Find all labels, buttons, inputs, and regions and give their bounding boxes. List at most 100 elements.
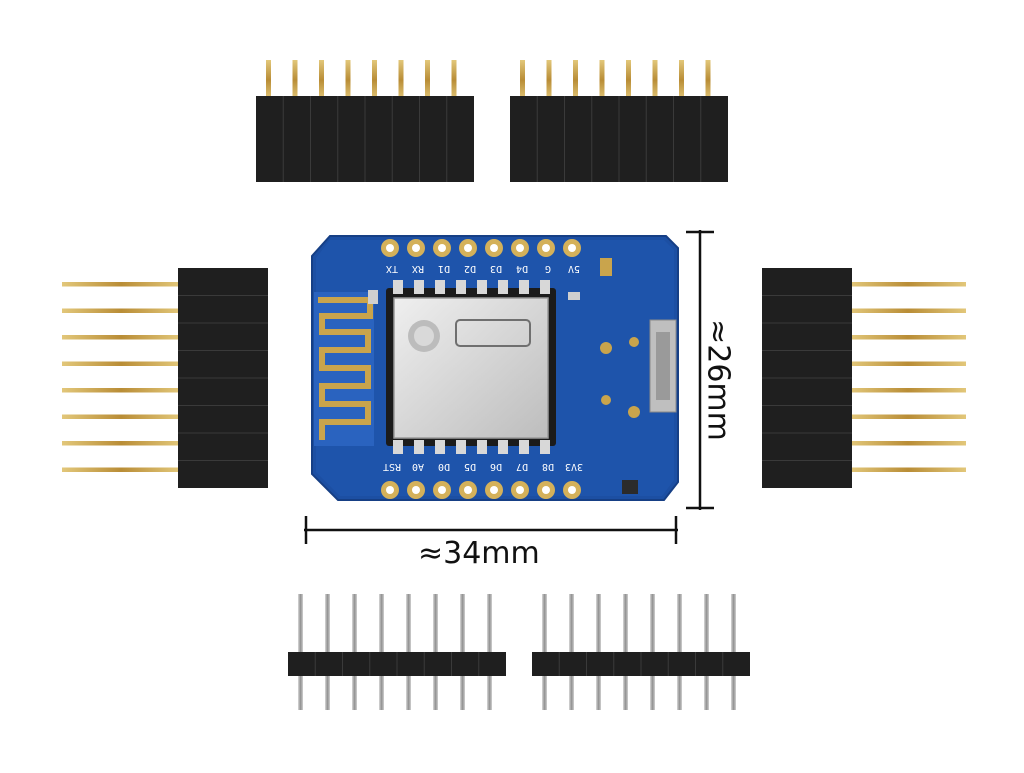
header-pin (850, 388, 966, 393)
height-dimension-line (686, 230, 714, 510)
pcb-pad-hole (516, 486, 524, 494)
header-pin (520, 60, 525, 100)
pin-label: D8 (542, 461, 554, 472)
castellation-bottom (393, 440, 403, 454)
castellation-bottom (435, 440, 445, 454)
castellation-bottom (540, 440, 550, 454)
pcb-pad-hole (490, 244, 498, 252)
male-header-bottom-right (532, 594, 750, 710)
header-pin (850, 308, 966, 313)
castellation-bottom (414, 440, 424, 454)
castellation-top (498, 280, 508, 294)
pcb-pad-hole (568, 486, 576, 494)
header-pin (398, 60, 404, 100)
pin-label: D7 (516, 461, 528, 472)
pad-row-top (381, 239, 581, 257)
pcb-pad-hole (464, 244, 472, 252)
pcb-pad-hole (542, 244, 550, 252)
header-pin (372, 60, 377, 100)
pcb-pad-hole (438, 244, 446, 252)
esp-shield-can (393, 297, 549, 439)
castellation-top (519, 280, 529, 294)
header-pin (705, 60, 711, 100)
castellation-bottom (498, 440, 508, 454)
header-pin (573, 60, 578, 100)
header-pin (652, 60, 658, 100)
pad-row-bottom (381, 481, 581, 499)
pcb-pad-hole (490, 486, 498, 494)
castellation-bottom (456, 440, 466, 454)
header-pin (292, 60, 298, 100)
height-dimension-label: ≈26mm (700, 319, 736, 441)
female-header-left (62, 268, 268, 488)
header-pin (425, 60, 430, 100)
female-header-right (762, 268, 966, 488)
header-pin (850, 467, 966, 472)
header-pin (599, 60, 605, 100)
header-pin (850, 441, 966, 446)
castellation-top (414, 280, 424, 294)
pin-label: D1 (438, 263, 450, 274)
pin-label: D6 (490, 461, 502, 472)
antenna-trace (314, 292, 374, 446)
pcb-pad-hole (386, 486, 394, 494)
header-pin (266, 60, 271, 100)
width-dimension-label: ≈34mm (418, 536, 540, 571)
pcb-pad-hole (542, 486, 550, 494)
pin-label: 3V3 (565, 461, 583, 472)
header-pin (850, 361, 966, 366)
castellation-top (393, 280, 403, 294)
castellation-top (435, 280, 445, 294)
castellation-top (540, 280, 550, 294)
pin-label: D5 (464, 461, 476, 472)
female-header-top-right (510, 60, 728, 182)
header-pin (626, 60, 631, 100)
castellation-bottom (477, 440, 487, 454)
pcb-pad-hole (412, 486, 420, 494)
header-pin (62, 414, 180, 419)
pcb-pad-hole (516, 244, 524, 252)
usb-connector (649, 319, 677, 413)
header-pin (546, 60, 552, 100)
male-header-bottom-left (288, 594, 506, 710)
smd-components (368, 258, 640, 494)
module-castellations (393, 280, 550, 454)
pcb-pad-hole (412, 244, 420, 252)
header-pin (62, 308, 180, 313)
header-pin (679, 60, 684, 100)
pin-label: G (545, 263, 551, 274)
header-pin (62, 467, 180, 472)
castellation-top (456, 280, 466, 294)
header-pin (345, 60, 351, 100)
pcb-pad-hole (464, 486, 472, 494)
pin-label: D4 (516, 263, 528, 274)
header-pin (850, 282, 966, 287)
pin-label: RST (383, 461, 401, 472)
pin-label: RX (412, 263, 424, 274)
pcb-pad-hole (568, 244, 576, 252)
header-pin (451, 60, 457, 100)
header-pin (850, 335, 966, 340)
header-pin (62, 282, 180, 287)
header-pin (62, 361, 180, 366)
pcb-pad-hole (438, 486, 446, 494)
pin-label: D2 (464, 263, 476, 274)
pcb-pad-hole (386, 244, 394, 252)
pin-label: D3 (490, 263, 502, 274)
header-pin (62, 388, 180, 393)
header-pin (319, 60, 324, 100)
pin-label: TX (386, 263, 398, 274)
castellation-top (477, 280, 487, 294)
header-pin (62, 335, 180, 340)
silkscreen-top-labels: TX RX D1 D2 D3 D4 G 5V (386, 263, 580, 274)
header-pin (62, 441, 180, 446)
pin-label: 5V (568, 263, 580, 274)
female-header-top-left (256, 60, 474, 182)
header-pin (850, 414, 966, 419)
castellation-bottom (519, 440, 529, 454)
pin-label: D0 (438, 461, 450, 472)
width-dimension-line (304, 516, 678, 544)
